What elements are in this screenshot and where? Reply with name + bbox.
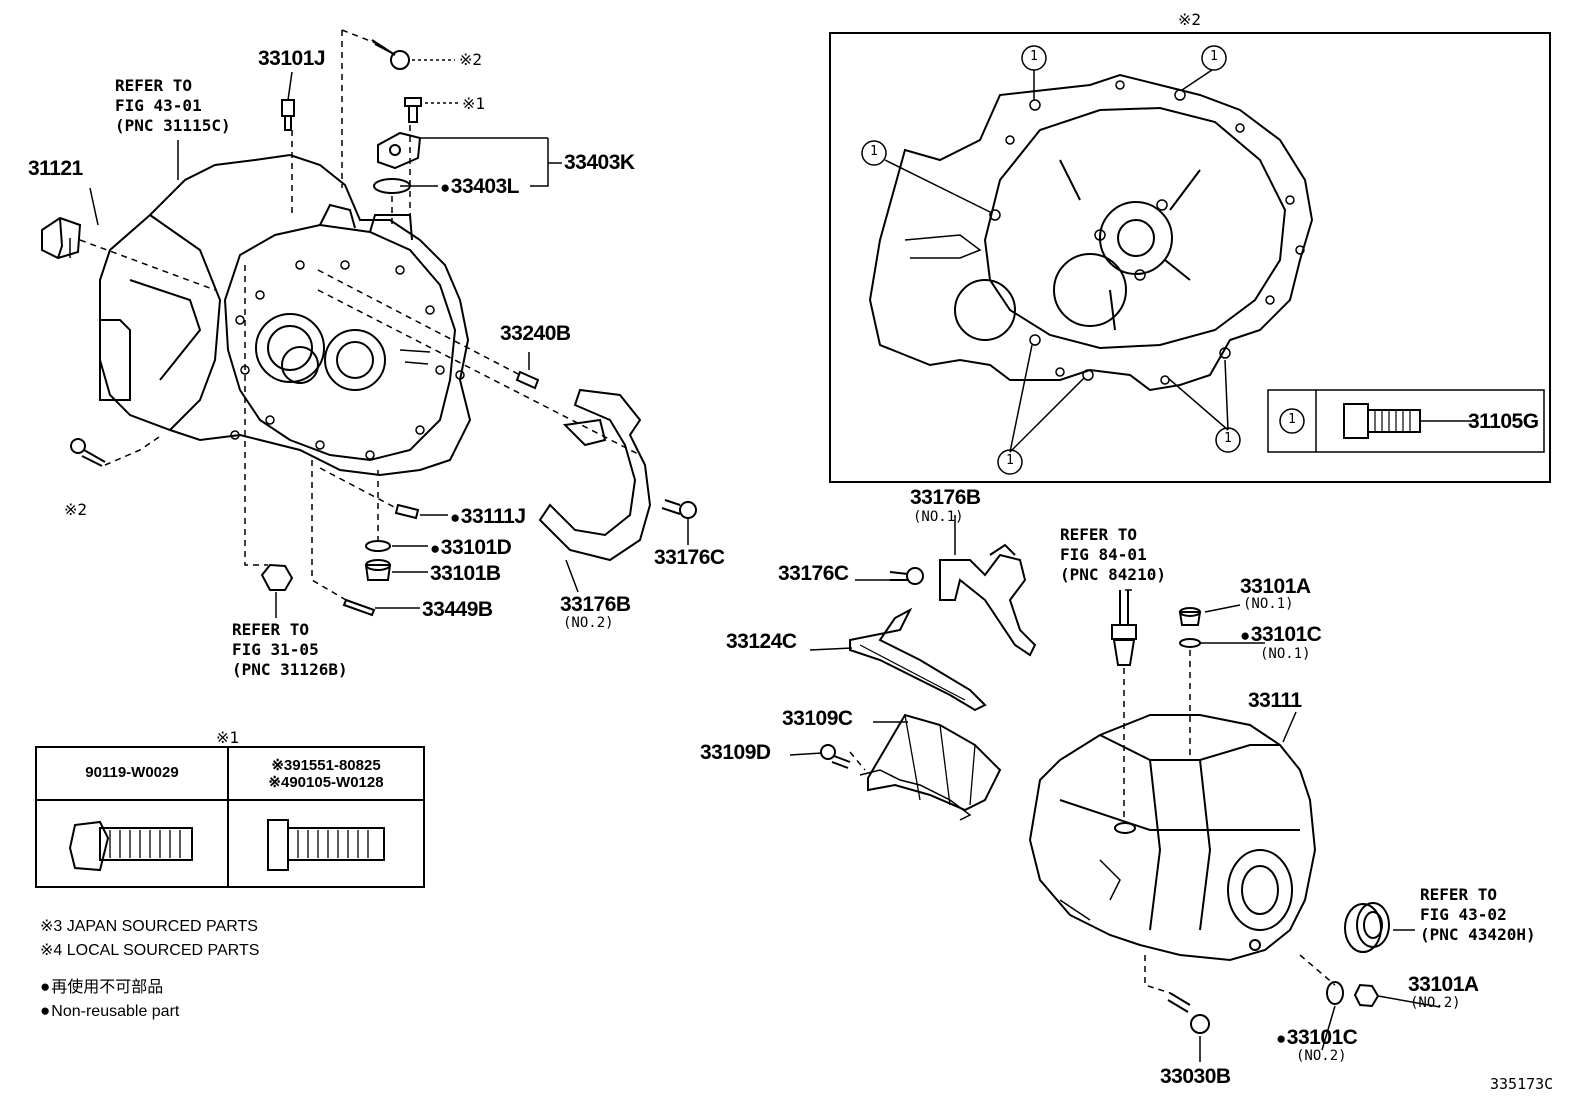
pin-33111j <box>394 503 420 520</box>
label-no2-a: (NO.2) <box>1410 995 1461 1011</box>
transaxle-housing-left <box>99 153 472 477</box>
label-33111: 33111 <box>1248 689 1302 712</box>
bolt-33176c-left <box>661 499 697 519</box>
mark-1-top: ※1 <box>462 94 486 113</box>
mark-2-top: ※2 <box>459 50 483 69</box>
bolt-left <box>70 438 106 467</box>
label-33101j: 33101J <box>258 47 326 70</box>
label-33101a-no2: 33101A <box>1408 973 1479 996</box>
label-no2-c: (NO.2) <box>1296 1048 1347 1064</box>
label-no1-right: (NO.1) <box>913 509 964 525</box>
table-col2-header: ※391551-80825 ※490105-W0128 <box>268 757 384 791</box>
callout-1-table: 1 <box>1288 412 1296 427</box>
cap-31121 <box>41 216 82 260</box>
refer-fig-43-01: REFER TO FIG 43-01 (PNC 31115C) <box>115 76 231 135</box>
label-33101d: 33101D <box>430 537 512 558</box>
seal-33449b <box>342 598 376 617</box>
dashed-lines-right <box>849 650 1336 994</box>
bolt-33030b <box>1167 992 1210 1034</box>
label-33403k: 33403K <box>564 151 635 174</box>
table-col1-header: 90119-W0029 <box>85 764 179 781</box>
bracket-33176b-no2 <box>538 388 652 562</box>
refer-fig-31-05: REFER TO FIG 31-05 (PNC 31126B) <box>232 620 348 679</box>
cover-33109c <box>859 713 1002 821</box>
label-33109d: 33109D <box>700 741 771 764</box>
refer-fig-43-02: REFER TO FIG 43-02 (PNC 43420H) <box>1420 885 1536 944</box>
bolt-31105g-table <box>1267 389 1545 453</box>
mark-2-left: ※2 <box>64 500 88 519</box>
label-33176b-no1: 33176B <box>910 486 981 509</box>
callout-1-e: 1 <box>1224 431 1232 446</box>
label-33101c-no1: 33101C <box>1240 624 1322 645</box>
callout-circles <box>861 45 1241 475</box>
pin-33240b <box>515 370 540 390</box>
sensor-84210 <box>1111 590 1137 666</box>
legend-japan: ※3 JAPAN SOURCED PARTS <box>40 918 258 935</box>
legend-nonreusable-en: Non-reusable part <box>40 1002 179 1020</box>
legend-local: ※4 LOCAL SOURCED PARTS <box>40 942 260 959</box>
gasket-33101c-no2 <box>1326 981 1344 1005</box>
plug-31126b <box>260 563 294 591</box>
label-33176c-left: 33176C <box>654 546 725 569</box>
mark-2-box: ※2 <box>1178 10 1202 29</box>
figure-id: 335173C <box>1490 1075 1554 1093</box>
gasket-33101c-no1 <box>1179 638 1201 648</box>
label-33111j: 33111J <box>450 506 526 527</box>
label-33109c: 33109C <box>782 707 853 730</box>
dashed-lines-left <box>79 29 641 601</box>
callout-leaders <box>884 69 1229 453</box>
gasket-33101d <box>365 540 391 552</box>
bolt-33176c-right <box>889 567 924 585</box>
label-33176b-no2: 33176B <box>560 593 631 616</box>
label-33449b: 33449B <box>422 598 493 621</box>
label-33124c: 33124C <box>726 630 797 653</box>
plate-33124c <box>849 607 987 712</box>
bracket-33176b-no1 <box>939 543 1037 657</box>
housing-detail-view <box>868 73 1314 392</box>
refer-fig-84-01: REFER TO FIG 84-01 (PNC 84210) <box>1060 525 1166 584</box>
plug-33101a-no1 <box>1178 607 1202 626</box>
callout-1-a: 1 <box>1030 49 1038 64</box>
callout-1-d: 1 <box>1006 453 1014 468</box>
mark-1-table: ※1 <box>216 728 240 747</box>
label-33101a-no1: 33101A <box>1240 575 1311 598</box>
detail-box <box>829 32 1551 483</box>
label-33240b: 33240B <box>500 322 571 345</box>
plug-33101a-no2 <box>1353 983 1380 1008</box>
label-31121: 31121 <box>28 157 83 180</box>
label-no2-left: (NO.2) <box>563 615 614 631</box>
plug-33101b <box>364 559 392 581</box>
bolt-table-x1 <box>35 746 425 888</box>
callout-1-c: 1 <box>870 144 878 159</box>
leader-lines-right <box>789 515 1441 1062</box>
callout-1-b: 1 <box>1210 49 1218 64</box>
label-no1-c: (NO.1) <box>1260 646 1311 662</box>
seal-43420h <box>1344 902 1390 953</box>
label-33403l: 33403L <box>440 176 520 197</box>
label-no1-a: (NO.1) <box>1243 596 1294 612</box>
case-33111 <box>1028 714 1317 962</box>
label-31105g: 31105G <box>1468 410 1539 433</box>
bolt-33403 <box>404 97 422 123</box>
label-33030b: 33030B <box>1160 1065 1231 1088</box>
label-33101c-no2: 33101C <box>1276 1027 1358 1048</box>
label-33101b: 33101B <box>430 562 501 585</box>
label-33176c-right: 33176C <box>778 562 849 585</box>
sensor-33403k <box>377 131 422 170</box>
leader-lines-left <box>69 59 689 618</box>
plug-33101j <box>281 99 295 131</box>
bolt-33109d <box>820 744 851 769</box>
legend-nonreusable-jp: 再使用不可部品 <box>40 978 163 996</box>
